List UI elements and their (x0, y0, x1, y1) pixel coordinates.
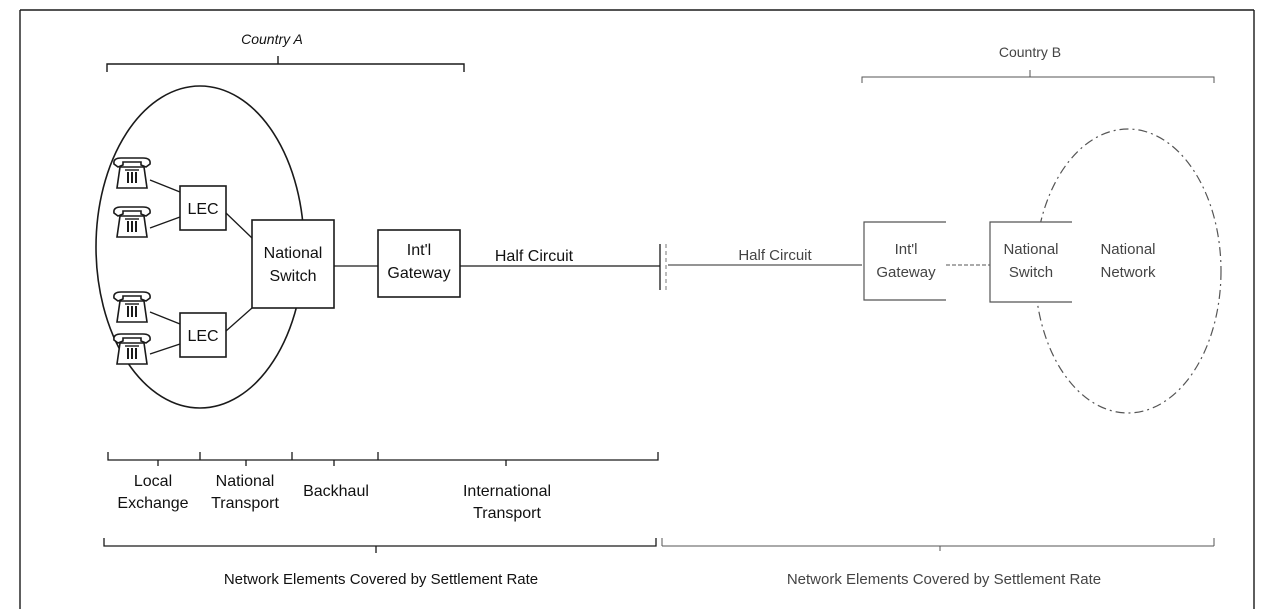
lec-bottom-to-switch-link (225, 307, 253, 332)
intl-gateway-b-label-line1: Int'l (895, 241, 918, 258)
national-switch-a-label-line1: National (264, 245, 323, 262)
national-switch-a-label-line2: Switch (269, 268, 316, 285)
national-switch-a-box (251, 219, 335, 309)
telephone-icon (112, 291, 152, 323)
telephone-icon (112, 157, 152, 189)
coverage-b-label: Network Elements Covered by Settlement R… (787, 571, 1101, 588)
coverage-a-label: Network Elements Covered by Settlement R… (224, 571, 538, 588)
segment-backhaul: Backhaul (303, 483, 369, 500)
telephone-icon (112, 206, 152, 238)
lec-bottom-label: LEC (187, 328, 218, 345)
segment-international-transport-line1: International (463, 483, 551, 500)
national-switch-b-label-line1: National (1003, 241, 1058, 258)
intl-gateway-b-label-line2: Gateway (876, 264, 936, 281)
country-b-bracket (861, 70, 1215, 83)
segment-national-transport-line2: Transport (211, 495, 279, 512)
country-b-national-network-ellipse (1034, 128, 1222, 414)
lec-bottom-box (179, 312, 227, 358)
national-network-b-label-line2: Network (1100, 264, 1156, 281)
country-a-title: Country A (241, 31, 303, 47)
intl-gateway-a-label-line1: Int'l (407, 242, 431, 259)
coverage-a-bracket (103, 538, 657, 553)
lec-top-label: LEC (187, 201, 218, 218)
phone-to-lec-links (149, 179, 181, 355)
segment-national-transport-line1: National (216, 473, 275, 490)
segment-international-transport-line2: Transport (473, 505, 541, 522)
country-a-bracket (106, 56, 465, 72)
country-b-title: Country B (999, 44, 1061, 60)
half-circuit-a-label: Half Circuit (495, 248, 574, 265)
national-network-b-label-line1: National (1100, 241, 1155, 258)
national-switch-b-box (989, 221, 1072, 303)
half-circuit-b-label: Half Circuit (738, 247, 812, 264)
telephone-icon (112, 333, 152, 365)
lec-top-to-switch-link (225, 212, 253, 239)
segment-brackets (107, 452, 659, 466)
national-switch-b-label-line2: Switch (1009, 264, 1053, 281)
segment-local-exchange-line2: Exchange (117, 495, 188, 512)
intl-gateway-a-box (377, 229, 461, 298)
intl-gateway-b-box (863, 221, 946, 301)
segment-local-exchange-line1: Local (134, 473, 172, 490)
intl-gateway-a-label-line2: Gateway (387, 265, 450, 282)
lec-top-box (179, 185, 227, 231)
coverage-b-bracket (661, 538, 1215, 551)
